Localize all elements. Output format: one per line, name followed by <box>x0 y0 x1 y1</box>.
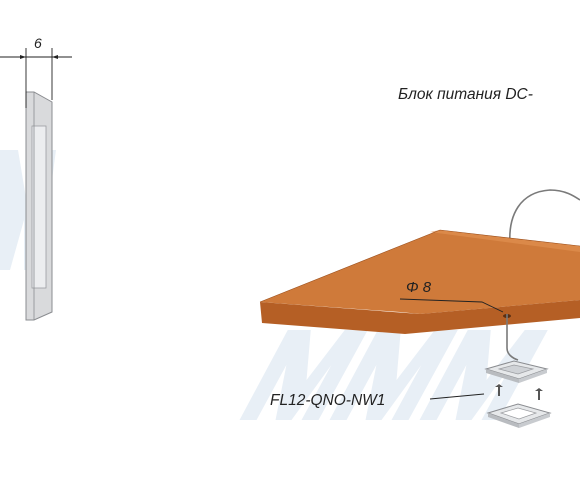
power-cable <box>509 189 580 246</box>
model-label: FL12-QNO-NW1 <box>270 392 385 409</box>
shelf-top <box>260 230 580 314</box>
power-supply-label: Блок питания DC- <box>398 86 533 103</box>
watermark-center <box>239 330 548 420</box>
model-leader <box>429 393 485 400</box>
shelf-outline <box>259 229 580 303</box>
profile-side-view <box>25 91 53 321</box>
mounting-screws <box>495 384 543 400</box>
dimension-width <box>0 48 72 108</box>
luminaire-wire <box>506 314 519 361</box>
profile-inner-face <box>31 125 47 289</box>
arrowhead-right <box>52 55 58 59</box>
shelf <box>259 229 580 334</box>
diameter-label: Φ 8 <box>406 279 432 296</box>
diameter-leader <box>399 298 504 313</box>
luminaire-frame <box>486 403 552 428</box>
shelf-back-edge <box>430 230 580 252</box>
arrowhead-left <box>20 55 26 59</box>
shelf-front-edge <box>260 300 580 334</box>
dimension-value: 6 <box>34 35 42 51</box>
luminaire-mounted <box>484 360 549 383</box>
